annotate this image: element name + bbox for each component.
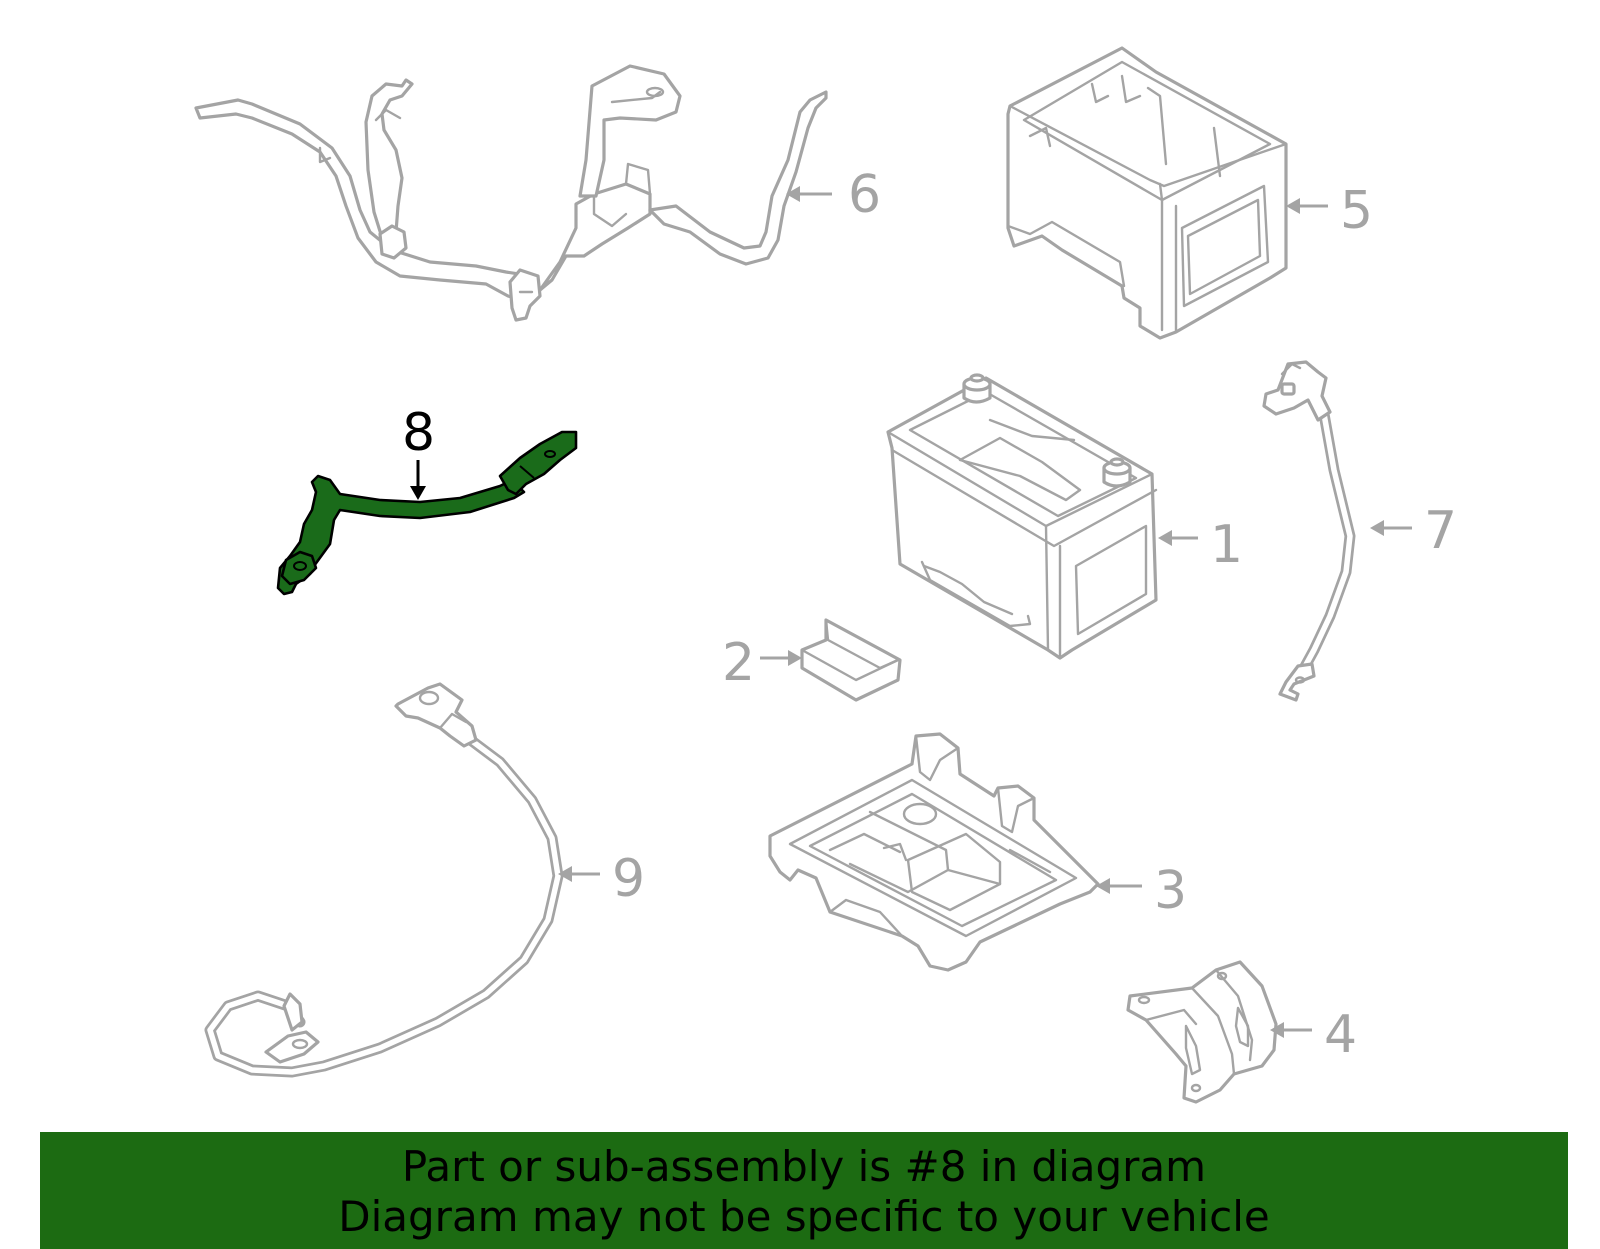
- callout-1-label: 1: [1210, 515, 1243, 575]
- callout-9: 9: [558, 849, 645, 909]
- callout-4-label: 4: [1324, 1005, 1357, 1065]
- callout-8-label: 8: [402, 403, 435, 463]
- callout-8: 8: [402, 403, 435, 500]
- callout-9-label: 9: [612, 849, 645, 909]
- part-7-ground-cable[interactable]: [1262, 360, 1356, 702]
- part-9-battery-cable[interactable]: [204, 682, 564, 1078]
- callout-2-label: 2: [722, 633, 755, 693]
- part-8-highlighted-cable[interactable]: [276, 430, 578, 596]
- part-5-battery-box[interactable]: [1006, 46, 1288, 340]
- part-4-hold-down-bracket[interactable]: [1126, 960, 1278, 1104]
- callout-5: 5: [1286, 181, 1373, 241]
- callout-6: 6: [786, 165, 881, 225]
- battery-terminal-post: [962, 373, 992, 404]
- callout-7-label: 7: [1424, 501, 1457, 561]
- callout-2: 2: [722, 633, 802, 693]
- callout-1: 1: [1158, 515, 1243, 575]
- part-1-battery[interactable]: [886, 373, 1158, 660]
- callout-3-label: 3: [1154, 861, 1187, 921]
- part-6-wiring-harness[interactable]: [194, 64, 828, 322]
- part-3-battery-tray[interactable]: [768, 732, 1100, 972]
- callout-5-label: 5: [1340, 181, 1373, 241]
- footer-line-disclaimer: Diagram may not be specific to your vehi…: [338, 1192, 1270, 1241]
- footer-line-part-number: Part or sub-assembly is #8 in diagram: [401, 1142, 1207, 1191]
- callout-6-label: 6: [848, 165, 881, 225]
- part-2-battery-pad[interactable]: [800, 618, 902, 702]
- callout-7: 7: [1370, 501, 1457, 561]
- callout-4: 4: [1270, 1005, 1357, 1065]
- footer-banner: Part or sub-assembly is #8 in diagram Di…: [40, 1132, 1568, 1249]
- battery-terminal-post: [1102, 457, 1132, 488]
- callout-3: 3: [1096, 861, 1187, 921]
